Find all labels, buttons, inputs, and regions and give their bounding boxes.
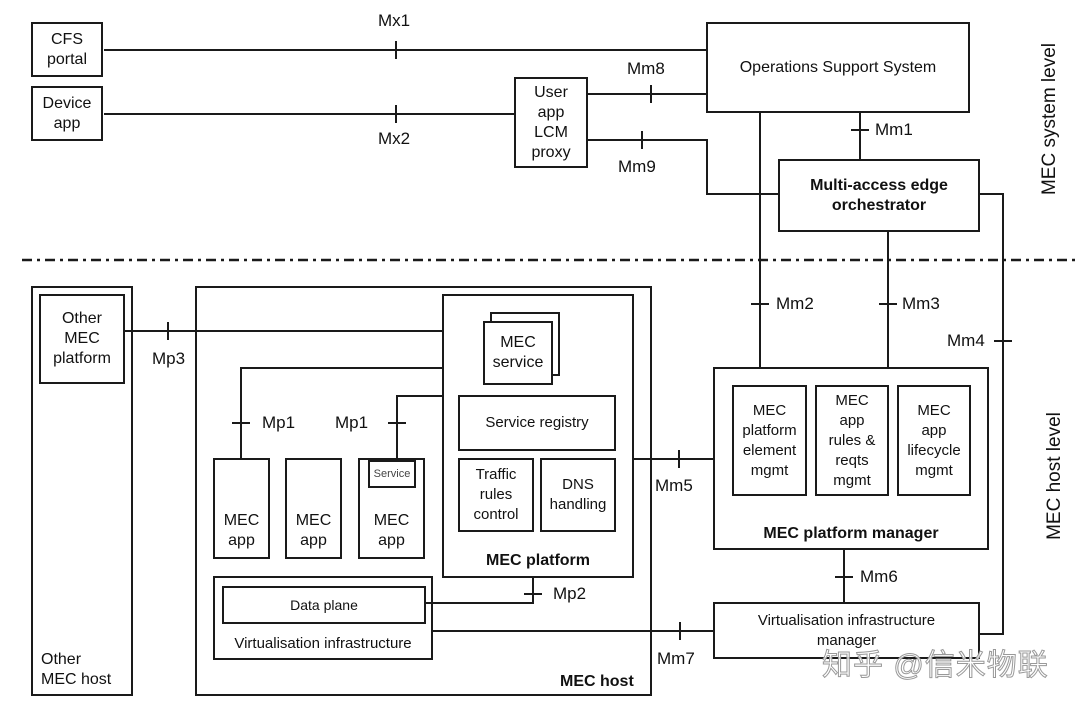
- dns-handling-box: DNS handling: [540, 458, 616, 532]
- other-mec-platform-box: Other MEC platform: [39, 294, 125, 384]
- mp1-right-link: [396, 395, 443, 458]
- mm6-label: Mm6: [860, 567, 898, 586]
- mec-platform-manager-box: [713, 367, 989, 550]
- virtualisation-infrastructure-manager-box: Virtualisation infrastructure manager: [713, 602, 980, 659]
- mm2-label: Mm2: [776, 294, 814, 313]
- mp2-link: [426, 577, 534, 604]
- mm8-label: Mm8: [627, 59, 665, 78]
- mec-platform-label: MEC platform: [486, 552, 590, 569]
- mec-app-box-2: MEC app: [285, 458, 342, 559]
- virtualisation-infrastructure-box: [213, 576, 433, 660]
- virtualisation-infrastructure-label: Virtualisation infrastructure: [234, 635, 412, 652]
- mp1-left-link: [240, 367, 443, 458]
- mec-app-label: MEC app: [223, 512, 260, 549]
- operations-support-system-box: Operations Support System: [706, 22, 970, 113]
- data-plane-box: Data plane: [222, 586, 426, 624]
- other-mec-host-box: [31, 286, 133, 696]
- mec-host-label: MEC host: [560, 673, 634, 690]
- mp1-left-label: Mp1: [262, 413, 296, 432]
- traffic-rules-control-box: Traffic rules control: [458, 458, 534, 532]
- mec-app-lifecycle-mgmt-box: MEC app lifecycle mgmt: [897, 385, 971, 496]
- mm9-label: Mm9: [618, 157, 656, 176]
- mx1-label: Mx1: [378, 11, 411, 30]
- service-tag-box: Service: [368, 460, 416, 488]
- mec-platform-manager-label: MEC platform manager: [763, 525, 939, 542]
- mm3-label: Mm3: [902, 294, 940, 313]
- mec-app-rules-reqts-mgmt-box: MEC app rules & reqts mgmt: [815, 385, 889, 496]
- multi-access-edge-orchestrator-box: Multi-access edge orchestrator: [778, 159, 980, 232]
- mec-host-level-label: MEC host level: [1044, 412, 1065, 540]
- mm9-link: [587, 139, 778, 195]
- mec-app-label: MEC app: [373, 512, 410, 549]
- watermark: 知乎 @信米物联: [822, 649, 1049, 683]
- mec-app-label: MEC app: [295, 512, 332, 549]
- mp3-label: Mp3: [152, 349, 186, 368]
- mec-service-box: MEC service: [483, 321, 553, 385]
- mm1-label: Mm1: [875, 120, 913, 139]
- mm5-label: Mm5: [655, 476, 693, 495]
- user-app-lcm-proxy-box: User app LCM proxy: [514, 77, 588, 168]
- cfs-portal-box: CFS portal: [31, 22, 103, 77]
- device-app-box: Device app: [31, 86, 103, 141]
- mec-app-box-3: Service MEC app: [358, 458, 425, 559]
- mec-system-level-label: MEC system level: [1039, 42, 1060, 196]
- mec-platform-element-mgmt-box: MEC platform element mgmt: [732, 385, 807, 496]
- service-registry-box: Service registry: [458, 395, 616, 451]
- mec-host-box: [195, 286, 652, 696]
- other-mec-host-label: Other MEC host: [41, 651, 112, 688]
- mec-app-box-1: MEC app: [213, 458, 270, 559]
- mm4-label: Mm4: [947, 331, 985, 350]
- mp2-label: Mp2: [553, 584, 587, 603]
- mx2-label: Mx2: [378, 129, 411, 148]
- mm7-label: Mm7: [657, 649, 695, 668]
- mp1-right-label: Mp1: [335, 413, 369, 432]
- mm4-link: [979, 193, 1004, 635]
